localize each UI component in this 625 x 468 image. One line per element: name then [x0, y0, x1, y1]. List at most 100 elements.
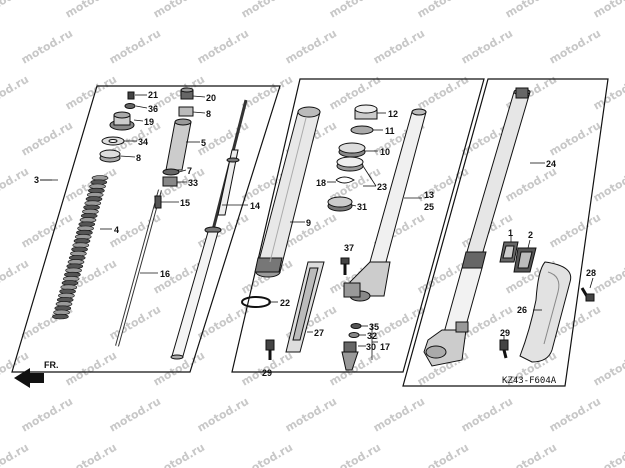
watermark-text: motod.ru — [591, 257, 625, 297]
part-cap-19 — [109, 111, 135, 131]
part-number-label: 4 — [114, 225, 119, 235]
part-number-label: 22 — [280, 298, 290, 308]
watermark-text: motod.ru — [107, 395, 163, 435]
part-number-label: 29 — [262, 368, 272, 378]
part-collar-8 — [99, 149, 121, 163]
watermark-text: motod.ru — [63, 441, 119, 468]
watermark-text: motod.ru — [239, 0, 295, 21]
watermark-text: motod.ru — [327, 441, 383, 468]
part-number-label: 18 — [316, 178, 326, 188]
part-guard-27 — [285, 261, 325, 353]
part-32 — [348, 332, 360, 338]
part-bracket-2 — [513, 247, 537, 273]
part-adjuster-30 — [341, 341, 359, 371]
part-number-label: 13 — [424, 190, 434, 200]
part-bolt-29b — [499, 339, 509, 359]
part-number-label: 12 — [388, 109, 398, 119]
watermark-text: motod.ru — [459, 27, 515, 67]
watermark-text: motod.ru — [547, 27, 603, 67]
left-panel-frame — [11, 85, 281, 373]
part-number-label: 27 — [314, 328, 324, 338]
part-number-label: 11 — [385, 126, 395, 136]
watermark-text: motod.ru — [0, 165, 31, 205]
part-bushing-12 — [354, 104, 378, 120]
part-number-label: 23 — [377, 182, 387, 192]
watermark-text: motod.ru — [151, 441, 207, 468]
watermark-text: motod.ru — [415, 441, 471, 468]
part-spring-4 — [52, 175, 109, 320]
watermark-text: motod.ru — [283, 27, 339, 67]
part-nut-20 — [180, 87, 194, 100]
part-number-label: 16 — [160, 269, 170, 279]
part-number-label: 19 — [144, 117, 154, 127]
part-seal-23 — [336, 156, 364, 172]
part-oring-36 — [124, 103, 136, 109]
watermark-text: motod.ru — [239, 73, 295, 113]
watermark-text: motod.ru — [195, 211, 251, 251]
watermark-text: motod.ru — [327, 0, 383, 21]
part-number-label: 29 — [500, 328, 510, 338]
watermark-text: motod.ru — [0, 441, 31, 468]
watermark-text: motod.ru — [283, 395, 339, 435]
part-number-label: 15 — [180, 198, 190, 208]
part-collar-8b — [178, 106, 194, 117]
part-number-label: 32 — [367, 331, 377, 341]
watermark-text: motod.ru — [459, 395, 515, 435]
part-number-label: 30 — [366, 342, 376, 352]
part-clip-18 — [335, 176, 355, 184]
right-panel-parts — [423, 87, 595, 367]
part-35 — [350, 323, 362, 329]
watermark-text: motod.ru — [591, 165, 625, 205]
watermark-text: motod.ru — [591, 349, 625, 389]
part-31 — [327, 196, 353, 212]
part-fork-assembly-24 — [423, 87, 531, 367]
watermark-text: motod.ru — [591, 441, 625, 468]
part-number-label: 28 — [586, 268, 596, 278]
watermark-text: motod.ru — [503, 441, 559, 468]
right-panel-frame — [402, 78, 609, 387]
watermark-text: motod.ru — [547, 395, 603, 435]
part-number-label: 3 — [34, 175, 39, 185]
watermark-text: motod.ru — [0, 0, 31, 21]
watermark-text: motod.ru — [503, 0, 559, 21]
leader-lines — [40, 94, 594, 360]
watermark-text: motod.ru — [63, 349, 119, 389]
part-number-label: 14 — [250, 201, 260, 211]
part-seal-10 — [338, 142, 366, 158]
part-number-label: 5 — [201, 138, 206, 148]
watermark-text: motod.ru — [63, 0, 119, 21]
front-label: FR. — [44, 360, 59, 370]
watermark-text: motod.ru — [195, 395, 251, 435]
part-number-label: 20 — [206, 93, 216, 103]
watermark-text: motod.ru — [195, 27, 251, 67]
part-number-label: 8 — [206, 109, 211, 119]
watermark-text: motod.ru — [591, 0, 625, 21]
watermark-text: motod.ru — [415, 0, 471, 21]
part-number-label: 8 — [136, 153, 141, 163]
part-bolt-21 — [127, 91, 135, 100]
part-guard-26 — [519, 261, 572, 363]
part-tube-5 — [165, 118, 192, 171]
panel-frames — [11, 78, 609, 387]
watermark-text: motod.ru — [371, 395, 427, 435]
watermark-text: motod.ru — [547, 119, 603, 159]
watermark-text: motod.ru — [19, 119, 75, 159]
watermark-text: motod.ru — [0, 73, 31, 113]
part-ring-22 — [241, 296, 271, 308]
part-number-label: 24 — [546, 159, 556, 169]
watermark-text: motod.ru — [19, 27, 75, 67]
part-number-label: 7 — [187, 166, 192, 176]
middle-panel-parts — [241, 104, 427, 371]
part-15 — [154, 195, 162, 209]
watermark-text: motod.ru — [371, 27, 427, 67]
part-number-label: 1 — [508, 228, 513, 238]
part-inner-tube-9 — [254, 106, 321, 278]
watermark-text: motod.ru — [107, 27, 163, 67]
watermark-text: motod.ru — [107, 303, 163, 343]
watermark-text: motod.ru — [503, 165, 559, 205]
part-number-label: 21 — [148, 90, 158, 100]
part-number-label: 37 — [344, 243, 354, 253]
